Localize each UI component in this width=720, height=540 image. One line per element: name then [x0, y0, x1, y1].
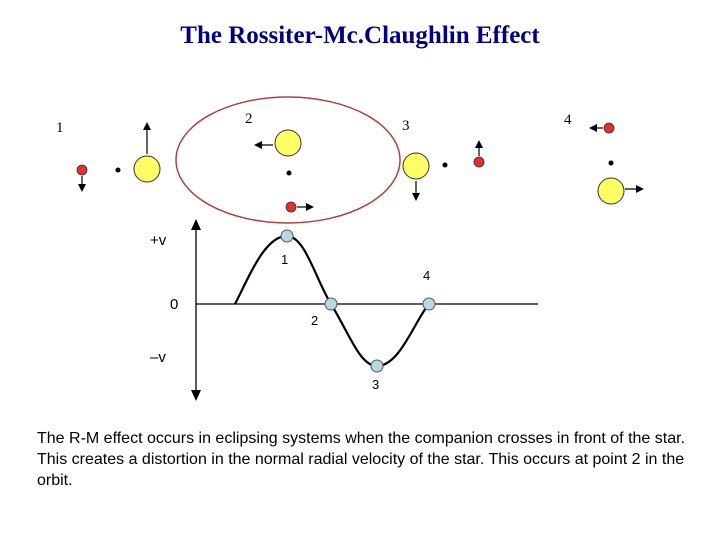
barycenter-1: [115, 167, 121, 173]
position-1-system: [76, 122, 161, 192]
barycenter-4: [608, 160, 614, 166]
curve-marker-3: [370, 359, 384, 373]
position-label-1: 1: [56, 120, 64, 136]
companion-4: [603, 122, 615, 134]
page-title: The Rossiter-Mc.Claughlin Effect: [180, 22, 540, 49]
curve-point-label-3: 3: [372, 377, 379, 392]
position-label-2: 2: [245, 111, 253, 127]
star-1: [133, 155, 161, 183]
axis-label-minus-v: –v: [150, 349, 166, 366]
position-label-3: 3: [402, 118, 410, 134]
position-label-4: 4: [564, 112, 572, 128]
position-4-system: [589, 122, 644, 205]
curve-marker-4: [422, 297, 436, 311]
axis-label-plus-v: +v: [150, 232, 167, 249]
star-2: [274, 129, 302, 157]
curve-point-label-1: 1: [281, 252, 288, 267]
axis-label-zero: 0: [170, 296, 178, 313]
companion-2: [285, 201, 297, 213]
position-3-system: [402, 140, 485, 201]
curve-point-label-4: 4: [423, 268, 430, 283]
orbit-ellipse: [175, 96, 401, 224]
companion-1: [76, 164, 88, 176]
position-2-system: [254, 129, 314, 213]
star-4: [597, 177, 625, 205]
barycenter-2: [286, 170, 292, 176]
curve-marker-1: [280, 229, 294, 243]
caption-text: The R-M effect occurs in eclipsing syste…: [37, 430, 685, 489]
star-3: [402, 152, 430, 180]
curve-marker-2: [324, 297, 338, 311]
velocity-axes: [191, 219, 538, 401]
barycenter-3: [442, 162, 448, 168]
companion-3: [473, 156, 485, 168]
curve-point-label-2: 2: [311, 313, 318, 328]
